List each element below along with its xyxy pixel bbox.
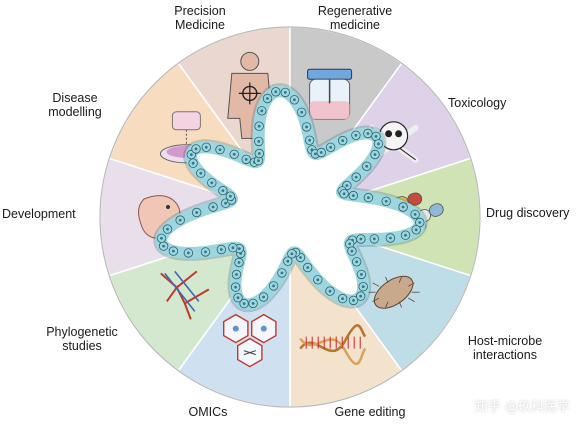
label-drug-discovery: Drug discovery bbox=[486, 206, 570, 220]
label-omics: OMICs bbox=[188, 405, 228, 419]
wheel-outline bbox=[99, 26, 481, 408]
human-body-icon bbox=[227, 51, 273, 139]
dna-helix-icon bbox=[299, 324, 367, 366]
bioreactor-flask-icon bbox=[307, 68, 353, 120]
label-toxicology: Toxicology bbox=[448, 96, 507, 110]
molecule-hexagon-icon bbox=[223, 313, 277, 368]
watermark: 知乎 @玖科医学 bbox=[474, 400, 570, 415]
label-gene-editing: Gene editing bbox=[334, 405, 406, 419]
phylogenetic-tree-icon bbox=[160, 270, 210, 320]
organoid-blob bbox=[153, 83, 428, 313]
microbe-icon bbox=[367, 275, 420, 309]
label-development: Development bbox=[2, 207, 76, 221]
